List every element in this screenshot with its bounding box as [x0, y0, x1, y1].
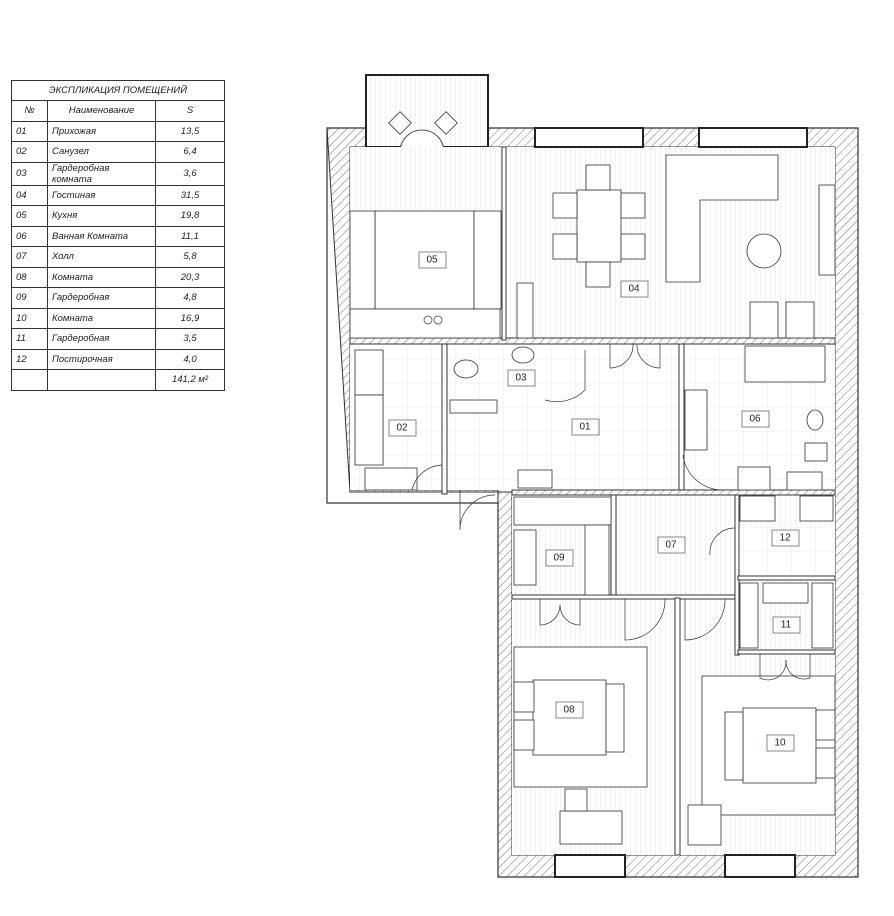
room-label-11: 11 [772, 616, 801, 634]
svg-text:08: 08 [563, 705, 575, 716]
svg-text:09: 09 [553, 553, 565, 564]
svg-text:11: 11 [781, 620, 792, 631]
room-area: 31,5 [155, 184, 225, 206]
svg-text:12: 12 [779, 533, 791, 544]
room-number: 03 [11, 161, 48, 186]
furniture [349, 154, 836, 846]
svg-text:05: 05 [426, 255, 438, 266]
room-name: Гардеробная комната [47, 161, 156, 186]
svg-text:10: 10 [774, 738, 786, 749]
svg-text:03: 03 [515, 373, 527, 384]
room-label-07: 07 [657, 536, 686, 554]
table-title: ЭКСПЛИКАЦИЯ ПОМЕЩЕНИЙ [11, 80, 225, 101]
room-label-10: 10 [766, 734, 795, 752]
room-label-04: 04 [620, 280, 649, 298]
svg-text:07: 07 [665, 540, 677, 551]
room-label-12: 12 [771, 529, 800, 547]
svg-text:02: 02 [396, 423, 408, 434]
room-labels: 05 04 03 02 01 06 09 07 12 11 08 10 [388, 251, 801, 752]
windows [534, 127, 808, 878]
room-label-09: 09 [545, 549, 574, 567]
svg-text:01: 01 [579, 422, 591, 433]
room-label-03: 03 [507, 369, 536, 387]
doors [411, 343, 811, 681]
room-label-06: 06 [741, 410, 770, 428]
room-label-02: 02 [388, 419, 417, 437]
room-explication-table: ЭКСПЛИКАЦИЯ ПОМЕЩЕНИЙ № Наименование S 0… [11, 80, 225, 391]
svg-text:06: 06 [749, 414, 761, 425]
room-label-05: 05 [418, 251, 447, 269]
room-label-01: 01 [571, 418, 600, 436]
interior-walls [349, 146, 836, 856]
svg-text:04: 04 [628, 284, 640, 295]
room-area: 3,6 [155, 161, 225, 186]
total-area: 141,2 м² [155, 369, 225, 391]
room-label-08: 08 [555, 701, 584, 719]
